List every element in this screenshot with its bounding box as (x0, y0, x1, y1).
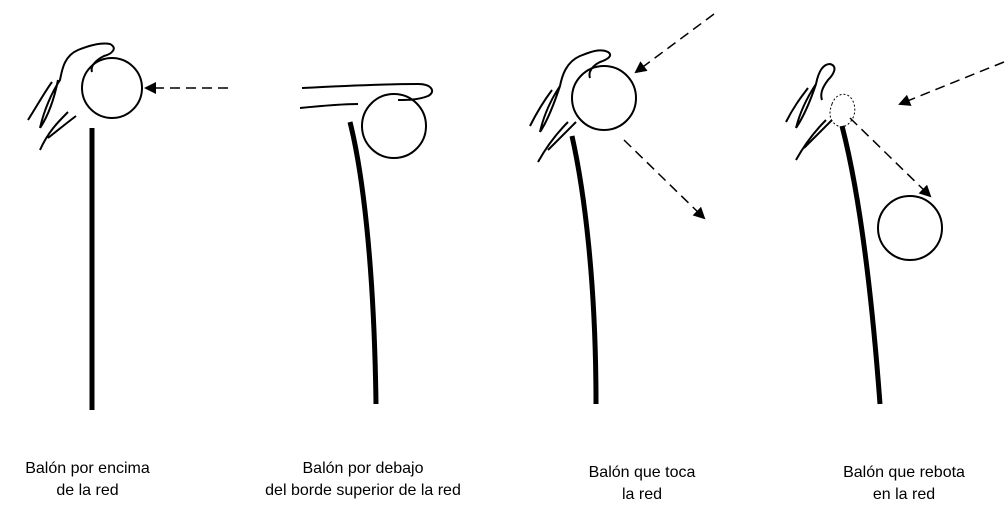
caption-line: de la red (56, 482, 119, 499)
caption-line: Balón por encima (25, 460, 150, 477)
ball-rebound-arrow (849, 117, 932, 198)
ball-outgoing-arrow (623, 139, 706, 220)
ball-compressed-icon (829, 93, 856, 128)
caption-line: del borde superior de la red (265, 482, 461, 499)
caption-line: la red (621, 486, 663, 503)
caption-ball-rebounds-net: Balón que rebota en la red (810, 462, 998, 506)
panel-ball-rebounds-net (785, 61, 1005, 405)
ball-icon (877, 195, 943, 261)
net-icon (839, 125, 883, 405)
caption-line: Balón por debajo (302, 460, 424, 477)
hand-icon (299, 82, 434, 109)
hand-icon (27, 42, 115, 151)
net-icon (347, 121, 379, 405)
hand-icon (785, 62, 836, 161)
ball-incoming-arrow (898, 61, 1005, 106)
ball-icon (81, 57, 143, 119)
caption-ball-below-net-edge: Balón por debajo del borde superior de l… (228, 458, 498, 502)
panel-ball-touches-net (529, 13, 715, 405)
ball-icon (571, 65, 637, 131)
ball-icon (361, 93, 427, 159)
caption-ball-above-net: Balón por encima de la red (0, 458, 175, 502)
caption-line: en la red (872, 486, 936, 503)
panel-ball-above-net (27, 42, 228, 410)
caption-line: Balón que toca (588, 464, 696, 481)
net-icon (569, 135, 599, 405)
caption-ball-touches-net: Balón que toca la red (562, 462, 722, 506)
caption-line: Balón que rebota (843, 464, 965, 481)
ball-incoming-arrow (634, 13, 715, 74)
panel-ball-below-net-edge (299, 82, 434, 405)
hand-icon (529, 49, 612, 163)
